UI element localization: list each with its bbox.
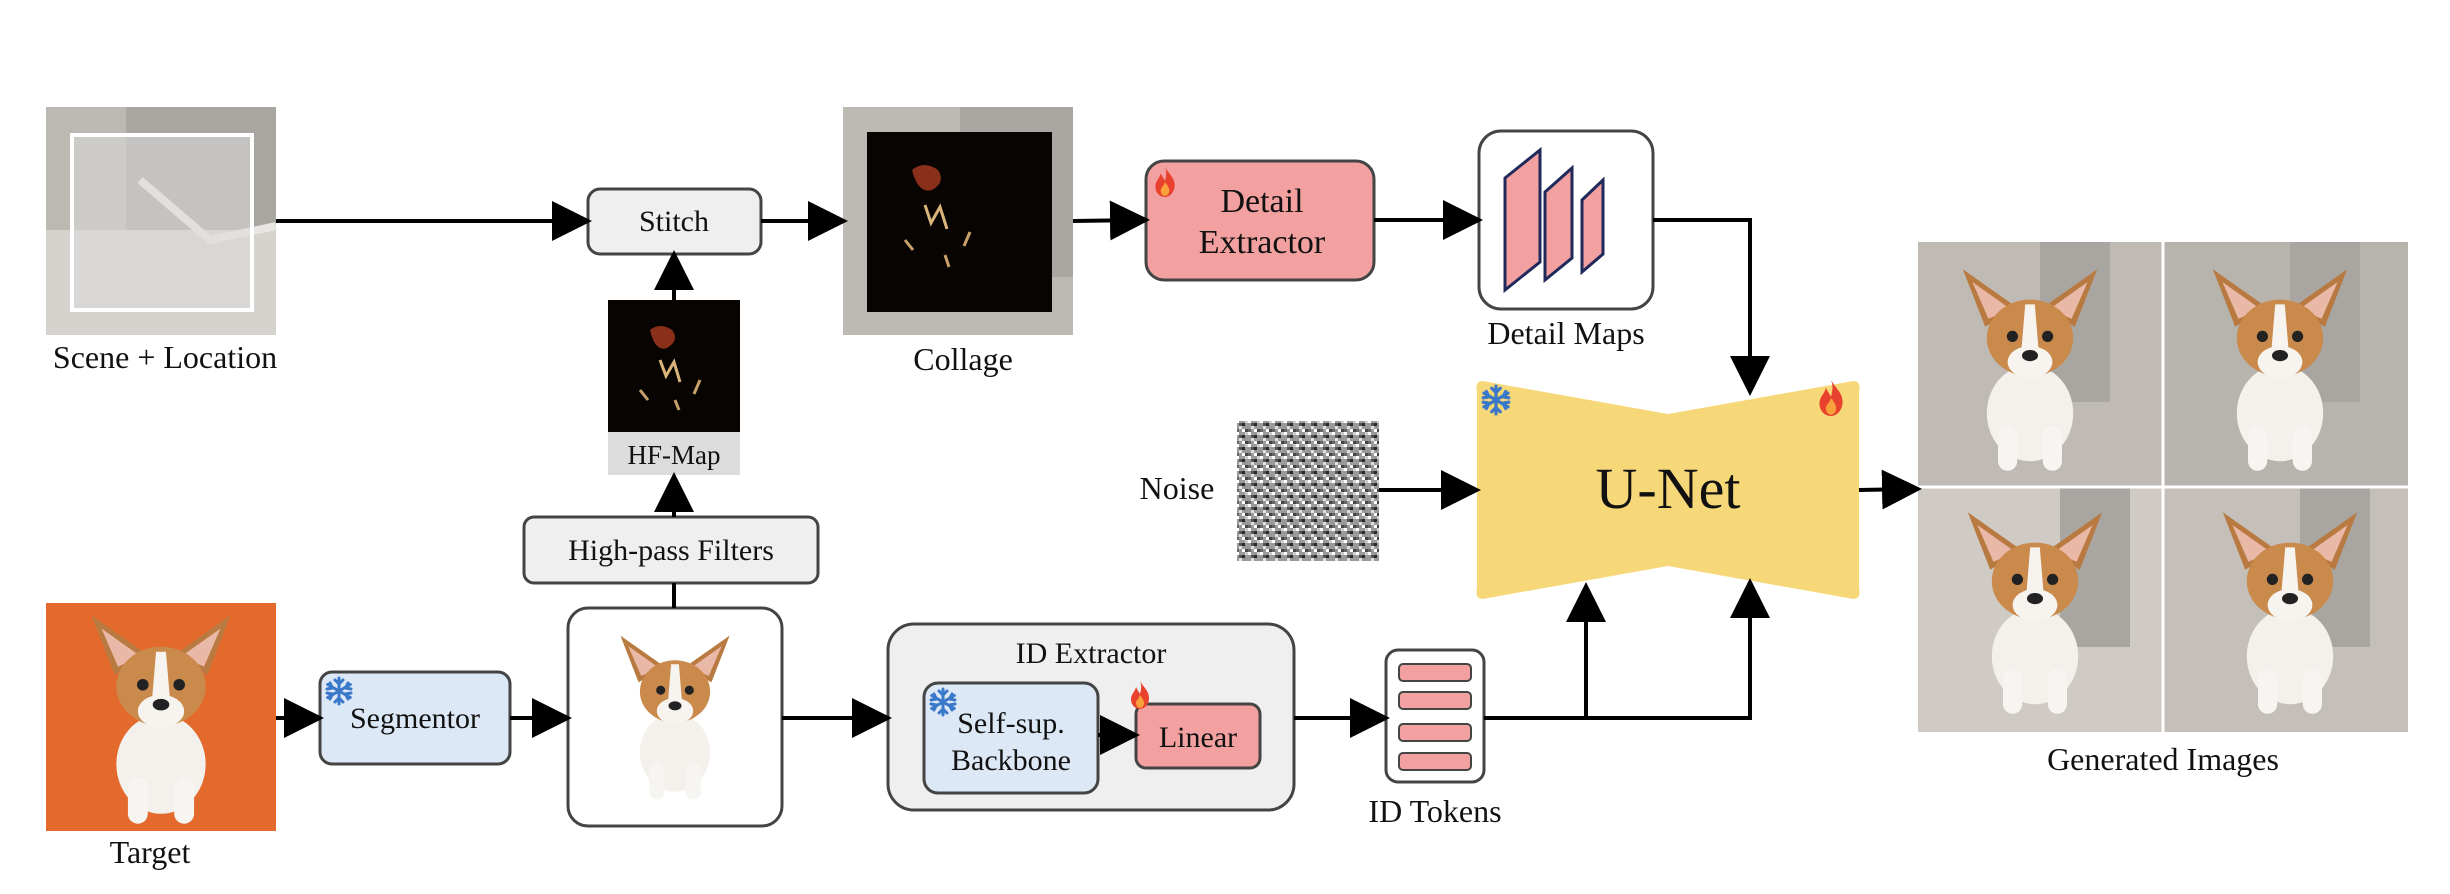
collage-image: [843, 107, 1073, 335]
target-label: Target: [110, 834, 191, 870]
hf-map-label: HF-Map: [628, 440, 721, 470]
high-pass-filters-label: High-pass Filters: [568, 534, 774, 567]
unet-label: U-Net: [1596, 456, 1741, 521]
id-tokens-label: ID Tokens: [1368, 793, 1501, 829]
noise-label: Noise: [1140, 470, 1215, 506]
generated-images-label: Generated Images: [2047, 741, 2279, 777]
high-pass-filters-box: [522, 515, 820, 585]
generated-images-grid: [1918, 242, 2408, 732]
feature-maps-icon: [1503, 146, 1605, 294]
segmentor-label: Segmentor: [350, 702, 480, 735]
scene-location-label: Scene + Location: [53, 339, 277, 375]
detail-maps-label: Detail Maps: [1487, 315, 1644, 351]
backbone-label-line1: Self-sup.: [957, 707, 1065, 740]
token-list: [1398, 663, 1472, 771]
linear-label: Linear: [1159, 721, 1237, 754]
collage-label: Collage: [913, 341, 1013, 377]
connectors: [276, 200, 1922, 755]
detail-extractor-box: [1144, 159, 1376, 282]
hf-map-image: [608, 300, 740, 432]
self-sup-backbone-box: [922, 681, 1100, 795]
noise-image: [1237, 421, 1379, 561]
hf-map-caption-bg: [608, 432, 740, 475]
detail-extractor-label-line1: Detail: [1220, 183, 1303, 220]
target-image: [46, 603, 276, 831]
stitch-label: Stitch: [639, 205, 709, 238]
unet-block: [1476, 381, 1860, 599]
scene-image: [46, 107, 277, 335]
detail-extractor-label-line2: Extractor: [1199, 224, 1326, 261]
id-extractor-label: ID Extractor: [1016, 637, 1167, 670]
backbone-label-line2: Backbone: [951, 744, 1071, 777]
